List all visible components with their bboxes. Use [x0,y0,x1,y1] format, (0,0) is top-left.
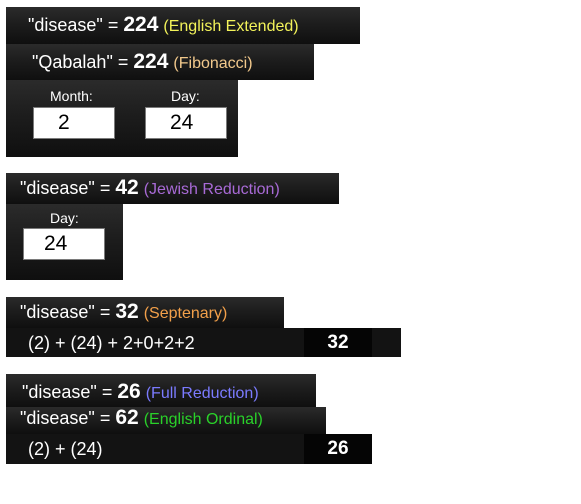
cipher-name[interactable]: (Septenary) [143,305,228,322]
result-english-ordinal: "disease" = 62 (English Ordinal) [20,406,263,432]
result-jewish-reduction: "disease" = 42 (Jewish Reduction) [20,176,280,202]
value-number: 32 [115,300,139,323]
day-label: Day: [50,210,79,226]
header-bar-english-extended [6,7,360,44]
month-label: Month: [50,88,93,104]
day-input[interactable]: 24 [145,107,227,139]
cipher-name[interactable]: (Full Reduction) [145,385,259,402]
calculation-formula: (2) + (24) + 2+0+2+2 [28,333,195,353]
header-bar-jewish-reduction [6,173,339,204]
word-label: "disease" = [22,382,118,402]
day-input[interactable]: 24 [23,228,105,260]
word-label: "disease" = [28,15,124,35]
value-number: 26 [117,380,141,403]
cipher-name[interactable]: (Jewish Reduction) [143,181,280,198]
header-bar-english-ordinal [6,407,326,434]
word-label: "Qabalah" = [32,52,134,72]
result-fibonacci: "Qabalah" = 224 (Fibonacci) [32,50,253,76]
result-english-extended: "disease" = 224 (English Extended) [28,13,299,39]
calculation-formula: (2) + (24) [28,439,103,459]
month-input[interactable]: 2 [33,107,115,139]
header-bar-septenary [6,297,284,328]
calculation-result: 32 [304,328,372,357]
header-bar-fibonacci [6,44,314,80]
value-number: 42 [115,176,139,199]
calculation-result: 26 [304,434,372,464]
word-label: "disease" = [20,408,116,428]
word-label: "disease" = [20,178,116,198]
cipher-name[interactable]: (English Extended) [163,18,299,35]
word-label: "disease" = [20,302,116,322]
cipher-name[interactable]: (Fibonacci) [173,55,253,72]
cipher-name[interactable]: (English Ordinal) [143,411,263,428]
result-septenary: "disease" = 32 (Septenary) [20,300,227,326]
day-label: Day: [171,88,200,104]
value-number: 224 [123,13,159,36]
value-number: 62 [115,406,139,429]
result-full-reduction: "disease" = 26 (Full Reduction) [22,380,259,406]
value-number: 224 [133,50,169,73]
header-bar-full-reduction [6,374,316,407]
